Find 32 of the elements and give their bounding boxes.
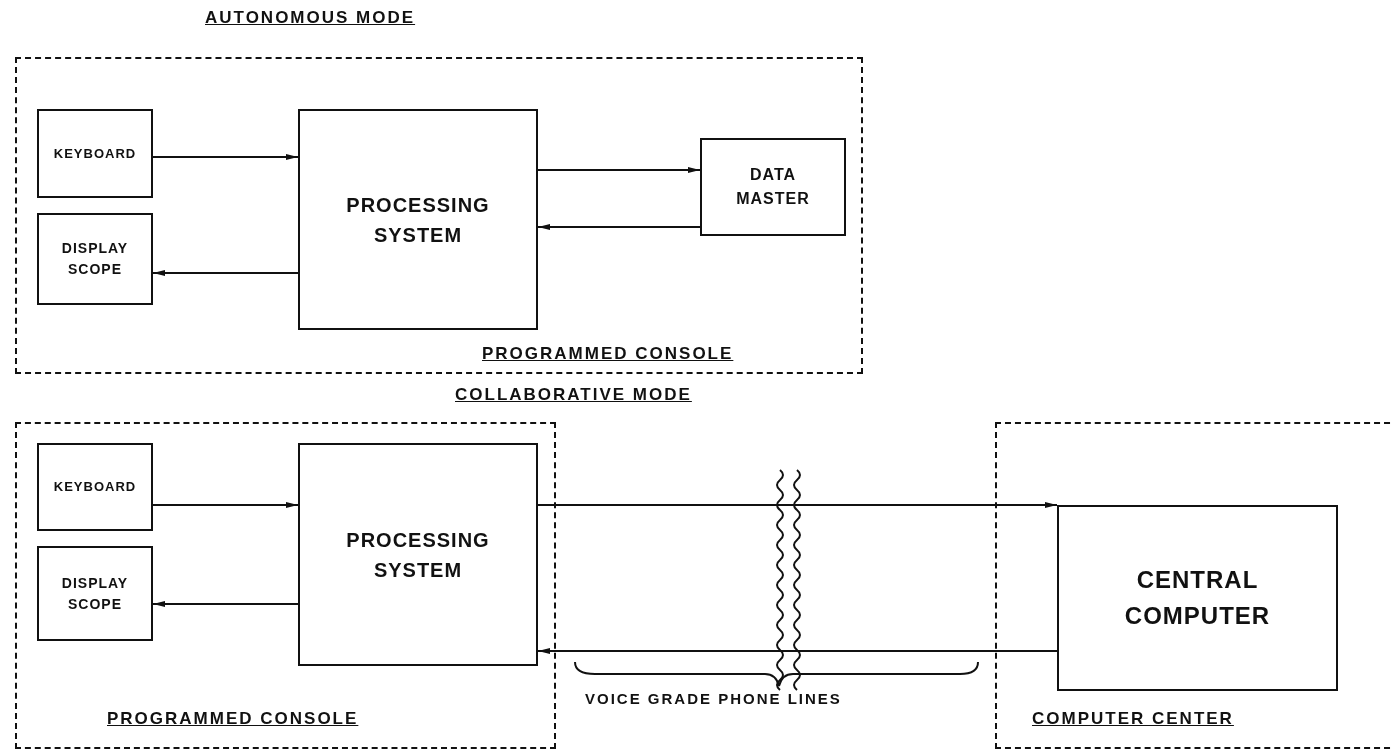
annotation-label: VOICE GRADE PHONE LINES xyxy=(585,690,842,707)
block-label: DISPLAY SCOPE xyxy=(60,239,130,279)
group-label: COMPUTER CENTER xyxy=(1032,709,1234,729)
block-label: DATA MASTER xyxy=(735,165,811,209)
block-box xyxy=(37,546,153,641)
group-label: PROGRAMMED CONSOLE xyxy=(107,709,359,729)
block-box xyxy=(298,443,538,666)
block-box xyxy=(298,109,538,330)
mode-heading: AUTONOMOUS MODE xyxy=(205,8,416,28)
arrow xyxy=(152,502,299,508)
block-box xyxy=(700,138,846,236)
block-box xyxy=(1057,505,1338,691)
arrow xyxy=(537,648,1058,654)
arrow xyxy=(537,502,1058,508)
block-label: PROCESSING SYSTEM xyxy=(345,192,491,248)
block-box xyxy=(37,109,153,198)
block-box xyxy=(37,213,153,305)
arrow xyxy=(152,601,299,607)
block-label: KEYBOARD xyxy=(53,478,137,497)
arrow xyxy=(152,154,299,160)
dashed-group-frame xyxy=(15,422,556,749)
mode-heading: COLLABORATIVE MODE xyxy=(455,385,692,405)
arrow xyxy=(537,224,701,230)
block-label: KEYBOARD xyxy=(53,144,137,163)
dashed-group-frame xyxy=(15,57,863,374)
arrow xyxy=(537,167,701,173)
arrow xyxy=(152,270,299,276)
block-label: CENTRAL COMPUTER xyxy=(1123,565,1272,631)
block-label: PROCESSING SYSTEM xyxy=(345,527,491,583)
group-label: PROGRAMMED CONSOLE xyxy=(482,344,734,364)
block-box xyxy=(37,443,153,531)
block-label: DISPLAY SCOPE xyxy=(60,573,130,614)
